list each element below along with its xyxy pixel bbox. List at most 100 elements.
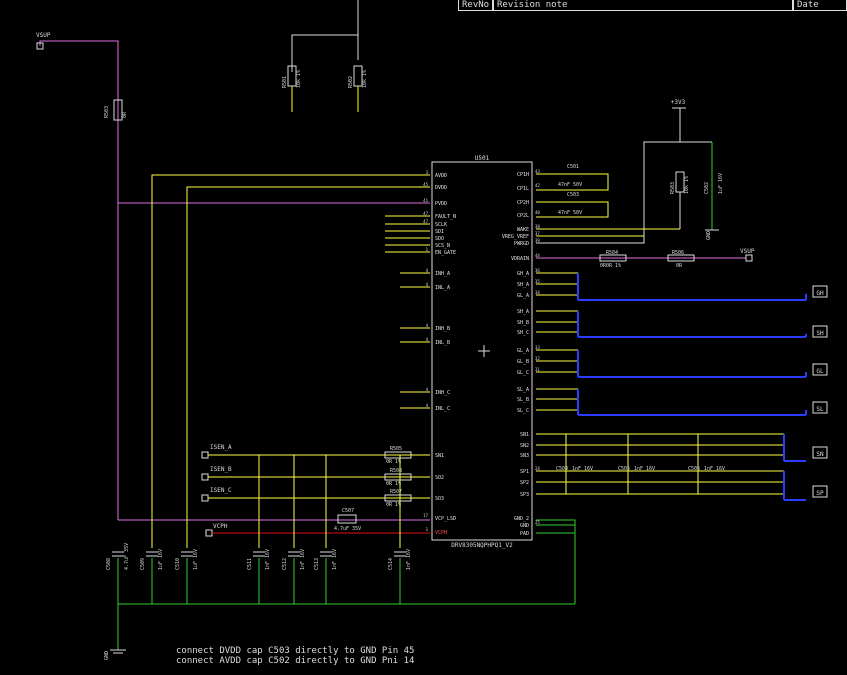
ic-pin-label: SL_B: [517, 397, 529, 403]
ic-pin-label: GH_A: [517, 271, 529, 277]
gnd-bottom-label: GND: [104, 651, 110, 660]
ic-pin-number: 33: [535, 345, 540, 350]
r506-ref: R506: [672, 250, 684, 256]
c511-ref: C511: [247, 558, 253, 570]
r504-ref: R504: [606, 250, 618, 256]
isen-a-port: [201, 451, 209, 459]
ic-pin-label: SH_A: [517, 309, 529, 315]
ic-pin-label: SN3: [520, 453, 529, 459]
vsup-right-port: [745, 254, 753, 262]
ic-pin-label: SN1: [435, 453, 444, 459]
ic-pin-label: VCP_LSD: [435, 516, 456, 522]
ic-pin-number: 32: [535, 356, 540, 361]
r508-val: 0R 1%: [386, 481, 401, 487]
isen-a-label: ISEN_A: [210, 444, 232, 451]
r502-val: 10k 1%: [362, 70, 368, 88]
port-sl: [812, 401, 828, 414]
ic-pin-label: SL_C: [517, 408, 529, 414]
resistor-r507: [384, 494, 412, 502]
ic-pin-label: SCS_N: [435, 243, 450, 249]
c508-val: 4.7uF 35V: [124, 543, 130, 570]
vcph-label: VCPH: [213, 523, 228, 530]
ic-pin-number: 25: [535, 520, 540, 525]
r507-val: 0R 1%: [386, 502, 401, 508]
port-gl: [812, 363, 828, 376]
cp2-wire: [536, 201, 609, 218]
c513-val: 1nF 16V: [332, 549, 338, 570]
ic-pin-number: 4: [426, 403, 429, 408]
dvdd-wire: [186, 186, 430, 548]
capacitor-c507: [337, 514, 357, 524]
c501-val: 47nF 50V: [558, 182, 582, 188]
isen-c-label: ISEN_C: [210, 487, 232, 494]
r508-ref: R508: [390, 468, 402, 474]
ic-pin-label: VCPH: [435, 530, 447, 536]
r506-val: 0R: [676, 263, 683, 269]
ic-pin-number: 4: [426, 323, 429, 328]
ic-pin-number: 4: [426, 387, 429, 392]
ic-pin-number: 44: [535, 253, 540, 258]
ic-pin-label: SH_C: [517, 330, 529, 336]
ic-pin-number: 24: [535, 466, 540, 471]
c506-val: 1nF 16V: [704, 466, 725, 472]
ic-pin-label: SL_A: [517, 387, 529, 393]
port-sn-label: SN: [816, 451, 824, 458]
ic-pin-label: SDI: [435, 229, 444, 235]
ic-pin-number: 39: [535, 238, 540, 243]
avdd-wire: [151, 174, 430, 548]
c508-ref: C508: [106, 558, 112, 570]
c514-ref: C514: [388, 558, 394, 570]
ic-pin-label: INH_B: [435, 326, 450, 332]
c505-val: 1nF 16V: [634, 466, 655, 472]
ic-pin-label: FAULT_N: [435, 214, 456, 220]
ic-pin-number: 38: [535, 224, 540, 229]
resistor-r503b: [675, 171, 685, 193]
ic-pin-label: VREG_VREF: [502, 234, 529, 240]
c507-ref: C507: [342, 508, 354, 514]
ic-pin-number: 3: [426, 170, 429, 175]
vsup-right-label: VSUP: [740, 248, 755, 255]
ic-pin-label: INL_A: [435, 285, 450, 291]
ic-pin-label: AVDD: [435, 173, 447, 179]
ic-pin-label: SP2: [520, 480, 529, 486]
isen-b-label: ISEN_B: [210, 466, 232, 473]
r503b-ref: R503: [670, 182, 676, 194]
c502-ref: C502: [704, 182, 710, 194]
ic-pin-number: 1: [426, 527, 429, 532]
ic-pin-number: 36: [535, 268, 540, 273]
resistor-r504: [599, 254, 627, 262]
v3v3-wire: [536, 108, 681, 244]
resistor-r505: [384, 451, 412, 459]
ic-pin-label: INH_C: [435, 390, 450, 396]
c501-ref: C501: [567, 164, 579, 170]
revno-header: RevNo: [458, 0, 493, 11]
c513-ref: C513: [314, 558, 320, 570]
ic-ref: U501: [475, 155, 490, 162]
r501-val: 10k 1%: [296, 70, 302, 88]
ic-pin-label: INH_A: [435, 271, 450, 277]
port-gh: [812, 285, 828, 298]
ic-pin-label: CP1L: [517, 186, 529, 192]
port-gh-label: GH: [816, 290, 824, 297]
ic-pin-label: GL_A: [517, 348, 529, 354]
c512-val: 1nF 16V: [300, 549, 306, 570]
ic-pin-number: 4: [426, 268, 429, 273]
ic-pin-number: 35: [535, 279, 540, 284]
ic-pin-number: 37: [535, 231, 540, 236]
r507-ref: R507: [390, 489, 402, 495]
ic-pin-label: GL_B: [517, 359, 529, 365]
isen-c-port: [201, 494, 209, 502]
c503-ref: C503: [567, 192, 579, 198]
ic-pin-label: EN_GATE: [435, 250, 456, 256]
ic-pin-number: 17: [423, 513, 428, 518]
port-gl-label: GL: [816, 368, 824, 375]
c503-val: 47nF 50V: [558, 210, 582, 216]
cp1-wire: [536, 173, 609, 191]
c510-ref: C510: [175, 558, 181, 570]
vcph-port: [205, 529, 213, 537]
resistor-r503: [113, 99, 123, 121]
port-sp-label: SP: [816, 490, 824, 497]
revision-note-header: Revision note: [493, 0, 793, 11]
